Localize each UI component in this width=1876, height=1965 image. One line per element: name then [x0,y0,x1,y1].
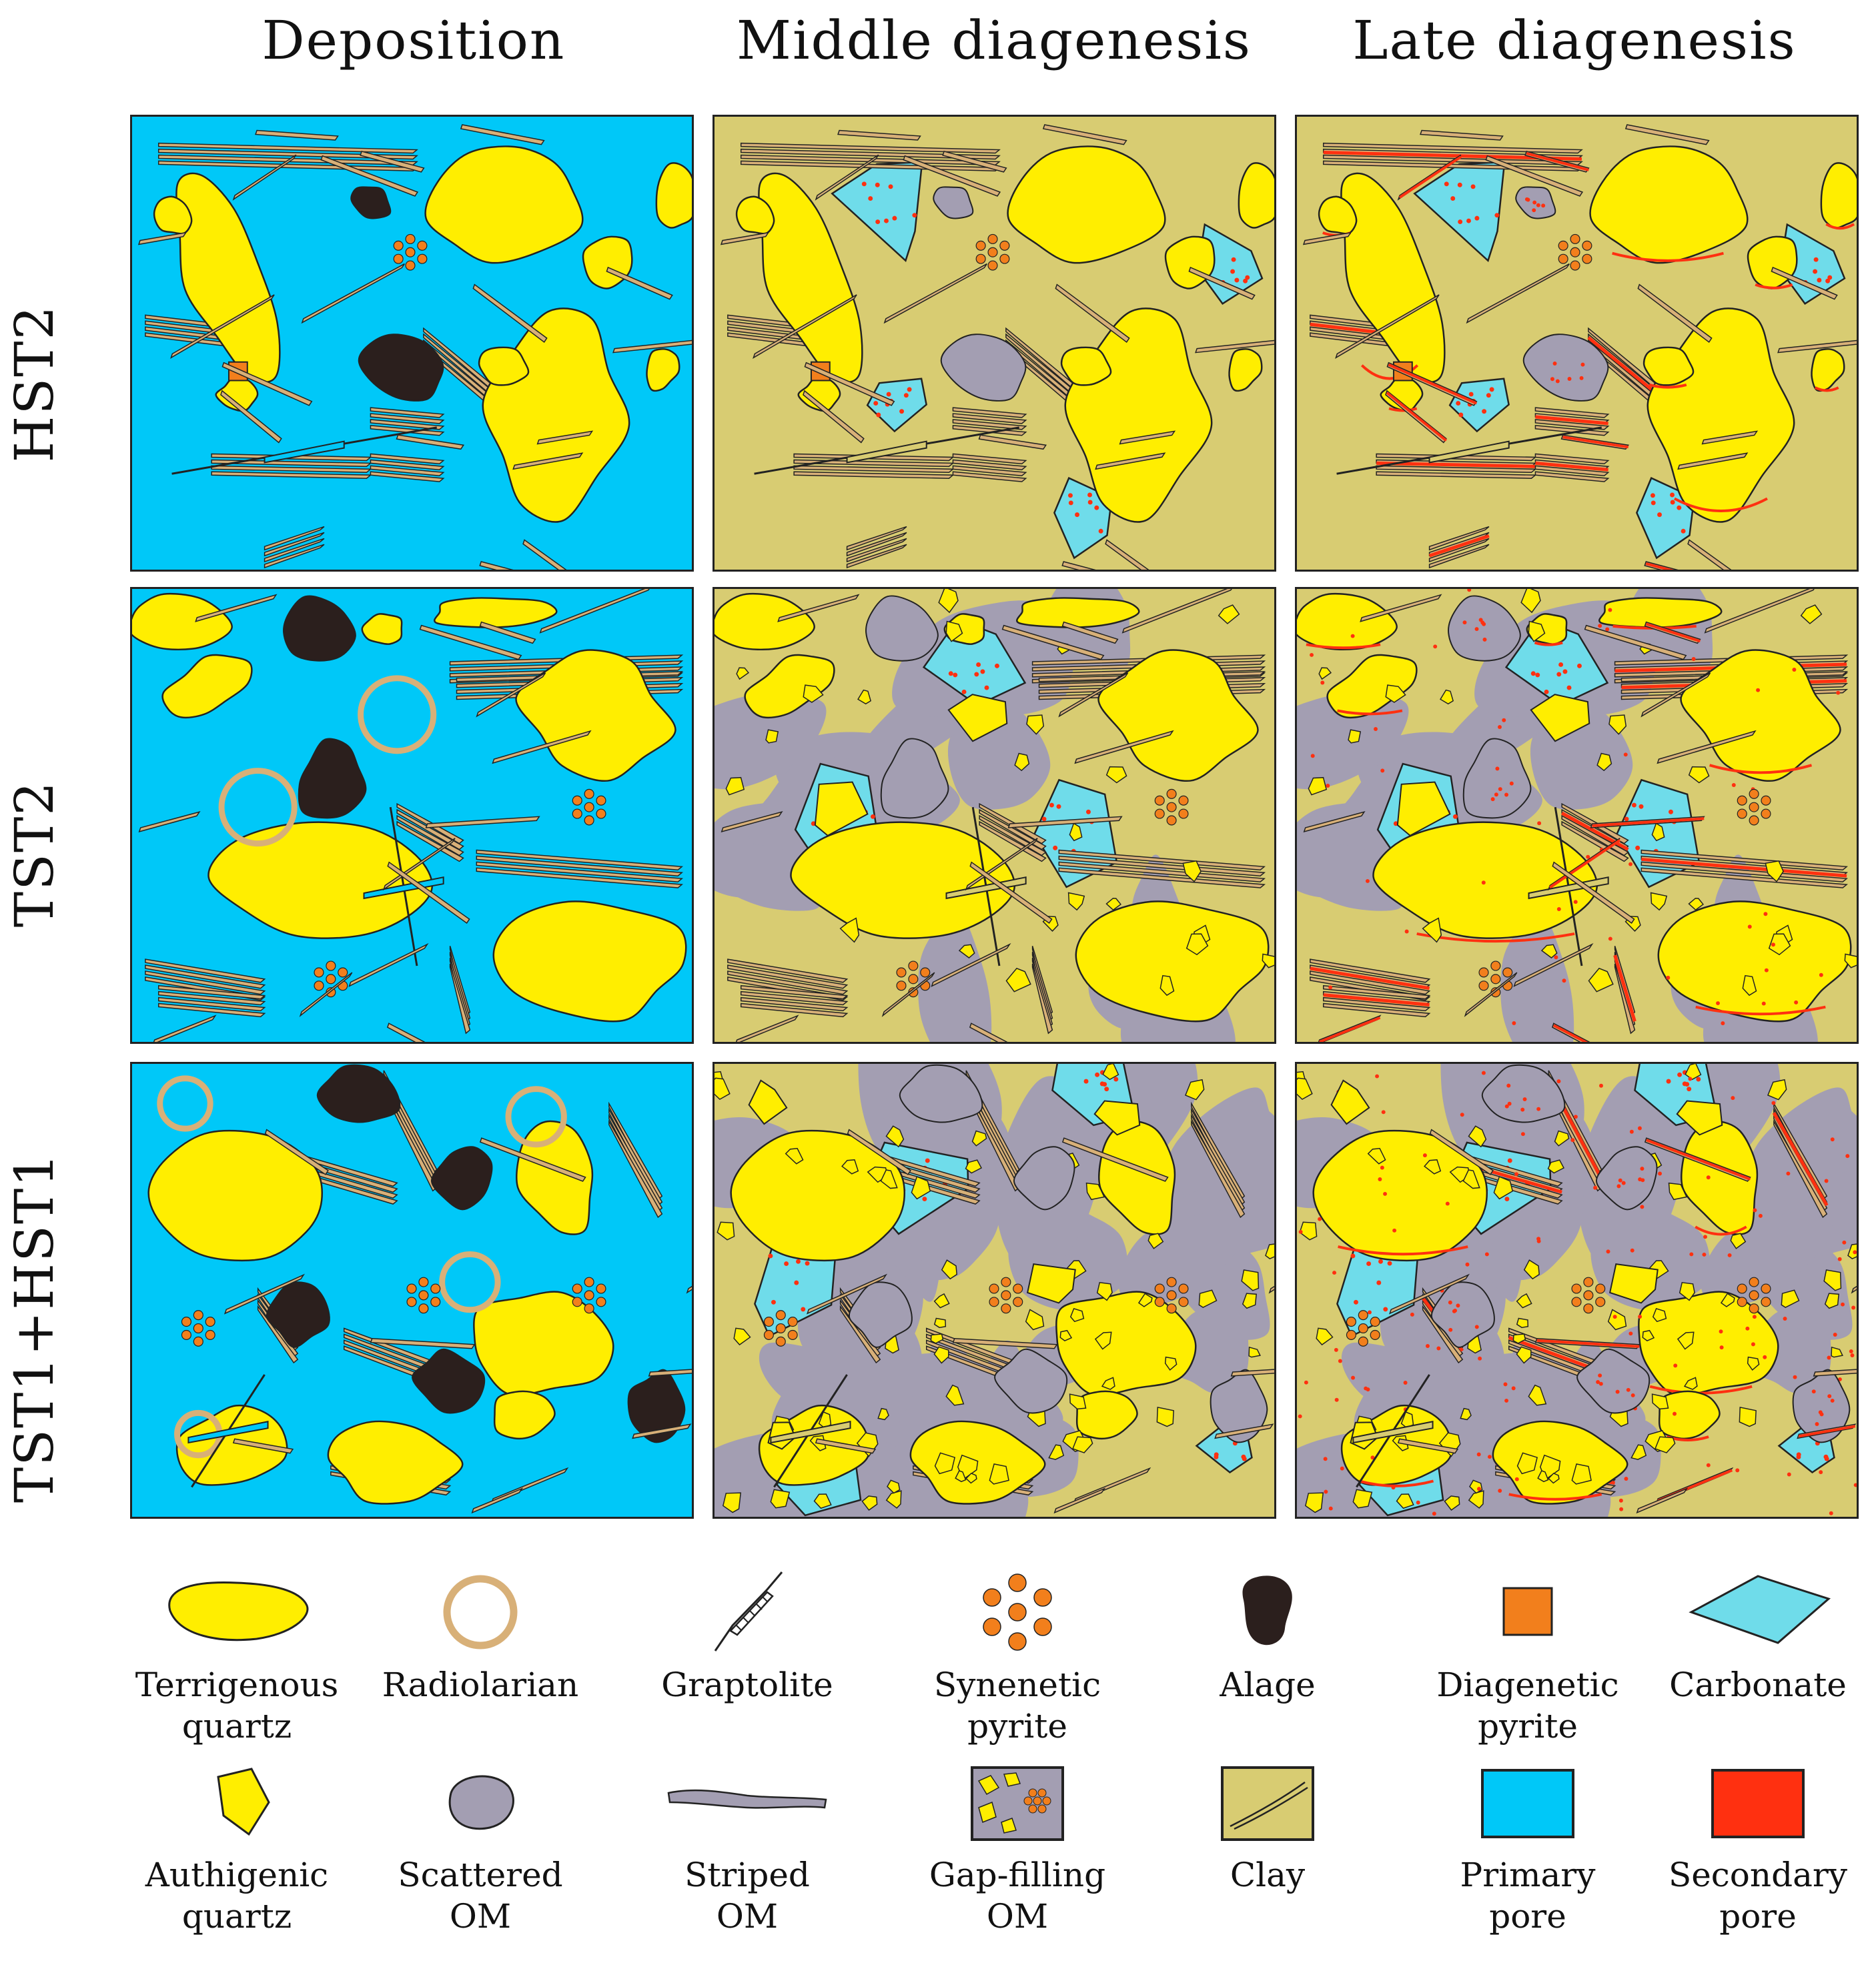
row-title-tst1-hst1: TST1+HST1 [3,1151,65,1503]
legend-synenetic-pyrite: Synenetic pyrite [907,1564,1127,1747]
legend-terrigenous-quartz: Terrigenous quartz [127,1564,347,1747]
primary-pore-icon [1481,1769,1574,1838]
graptolite-icon [714,1571,783,1652]
terrigenous-quartz-icon [168,1581,309,1642]
legend-clay: Clay [1157,1761,1378,1896]
panel-tst2-middle-diagenesis [713,587,1276,1044]
scattered-om-icon [448,1775,514,1830]
panel-hst2-deposition [130,115,694,572]
legend-label: Authigenic quartz [145,1856,329,1936]
legend-label: Graptolite [661,1666,833,1704]
legend-radiolarian: Radiolarian [370,1564,590,1706]
legend-label: Alage [1220,1666,1316,1704]
legend-label: Clay [1230,1856,1306,1894]
panel-hst2-middle-diagenesis [713,115,1276,572]
column-title-middle-diagenesis: Middle diagenesis [737,9,1252,71]
panel-hst2-late-diagenesis [1295,115,1859,572]
legend-label: Diagenetic pyrite [1436,1666,1619,1746]
secondary-pore-icon [1711,1769,1805,1838]
authigenic-quartz-icon [217,1768,270,1836]
legend-label: Primary pore [1460,1856,1596,1936]
legend-secondary-pore: Secondary pore [1648,1761,1868,1937]
panel-tst1-hst1-late-diagenesis [1295,1062,1859,1519]
legend-label: Radiolarian [382,1666,579,1704]
panel-tst2-late-diagenesis [1295,587,1859,1044]
legend-carbonate: Carbonate [1648,1564,1868,1706]
legend-gap-filling-om: Gap-filling OM [907,1761,1127,1937]
clay-icon [1221,1766,1314,1841]
legend-label: Gap-filling OM [929,1856,1106,1936]
legend-graptolite: Graptolite [637,1564,857,1706]
carbonate-icon [1689,1575,1831,1644]
radiolarian-icon [443,1575,518,1650]
gap-filling-om-icon [971,1766,1064,1841]
row-title-tst2: TST2 [3,780,65,928]
striped-om-icon [667,1789,827,1809]
legend-alage: Alage [1157,1564,1378,1706]
panel-tst1-hst1-middle-diagenesis [713,1062,1276,1519]
legend-scattered-om: Scattered OM [370,1761,590,1937]
legend-label: Striped OM [684,1856,810,1936]
diagenetic-pyrite-icon [1502,1587,1553,1636]
legend-label: Synenetic pyrite [933,1666,1101,1746]
column-title-late-diagenesis: Late diagenesis [1352,9,1797,71]
legend-label: Scattered OM [398,1856,563,1936]
panel-tst1-hst1-deposition [130,1062,694,1519]
panel-tst2-deposition [130,587,694,1044]
legend-authigenic-quartz: Authigenic quartz [127,1761,347,1937]
legend-label: Carbonate [1669,1666,1847,1704]
legend-label: Secondary pore [1668,1856,1848,1936]
legend-primary-pore: Primary pore [1418,1761,1638,1937]
algae-icon [1242,1575,1292,1646]
synenetic-pyrite-icon [983,1573,1052,1651]
row-title-hst2: HST2 [3,304,65,463]
column-title-deposition: Deposition [262,9,566,71]
legend-label: Terrigenous quartz [135,1666,339,1746]
legend-diagenetic-pyrite: Diagenetic pyrite [1418,1564,1638,1747]
legend-striped-om: Striped OM [637,1761,857,1937]
